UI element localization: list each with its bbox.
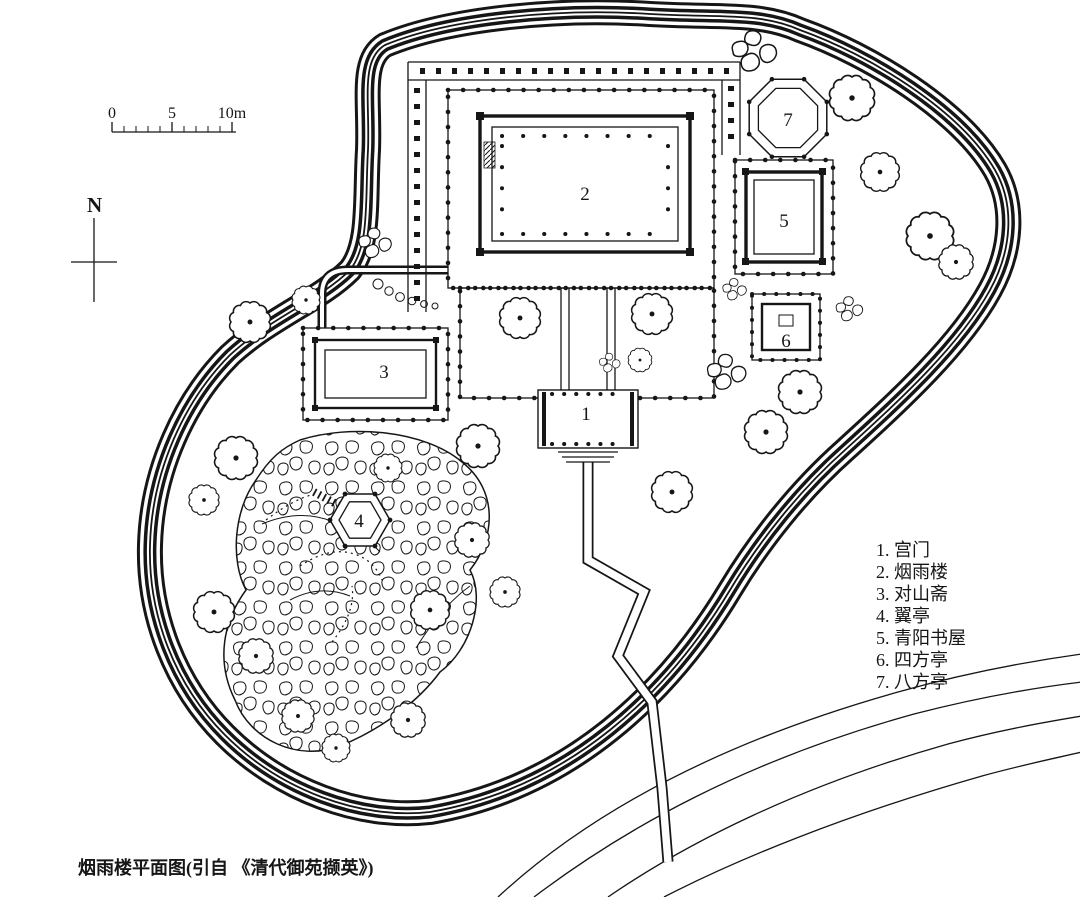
north-indicator: N [71,193,117,302]
plan-label-5: 5 [779,211,789,232]
legend-item-5: 5. 青阳书屋 [876,628,966,648]
legend-item-4: 4. 翼亭 [876,606,930,626]
plan-label-6: 6 [781,331,791,352]
scale-bar: 0 5 10m [108,105,247,133]
building-bafangting-7 [746,76,830,160]
plan-label-4: 4 [354,511,364,532]
garden-stones [372,278,439,310]
legend-item-7: 7. 八方亭 [876,672,948,692]
legend-item-1: 1. 宫门 [876,540,930,560]
legend: 1. 宫门 2. 烟雨楼 3. 对山斋 4. 翼亭 5. 青阳书屋 6. 四方亭… [876,540,966,692]
river [497,653,1080,897]
building-qingyangshuwu-5 [732,157,836,277]
plan-label-7: 7 [783,110,793,131]
plan-label-1: 1 [581,404,591,425]
north-label: N [87,193,102,217]
figure-caption: 烟雨楼平面图(引自 《清代御苑撷英》) [78,857,374,879]
building-sifangting-6 [750,292,822,362]
building-yanyulou-2 [445,87,717,291]
building-yiting-4 [327,491,393,549]
scale-label-10m: 10m [218,105,247,122]
rockery-hill [223,430,490,752]
plan-label-3: 3 [379,362,389,383]
plan-label-2: 2 [580,184,590,205]
plan-number-labels: 1 2 3 4 5 6 7 [354,110,793,532]
scale-label-5: 5 [168,105,176,122]
scale-label-0: 0 [108,105,116,122]
legend-item-2: 2. 烟雨楼 [876,562,948,582]
building-duishanzhai-3 [300,325,451,423]
legend-item-3: 3. 对山斋 [876,584,948,604]
legend-item-6: 6. 四方亭 [876,650,948,670]
building-gongmen-1 [537,389,639,463]
wall-hatch [483,141,496,169]
corridor [317,61,741,332]
zigzag-bridge [582,462,674,863]
